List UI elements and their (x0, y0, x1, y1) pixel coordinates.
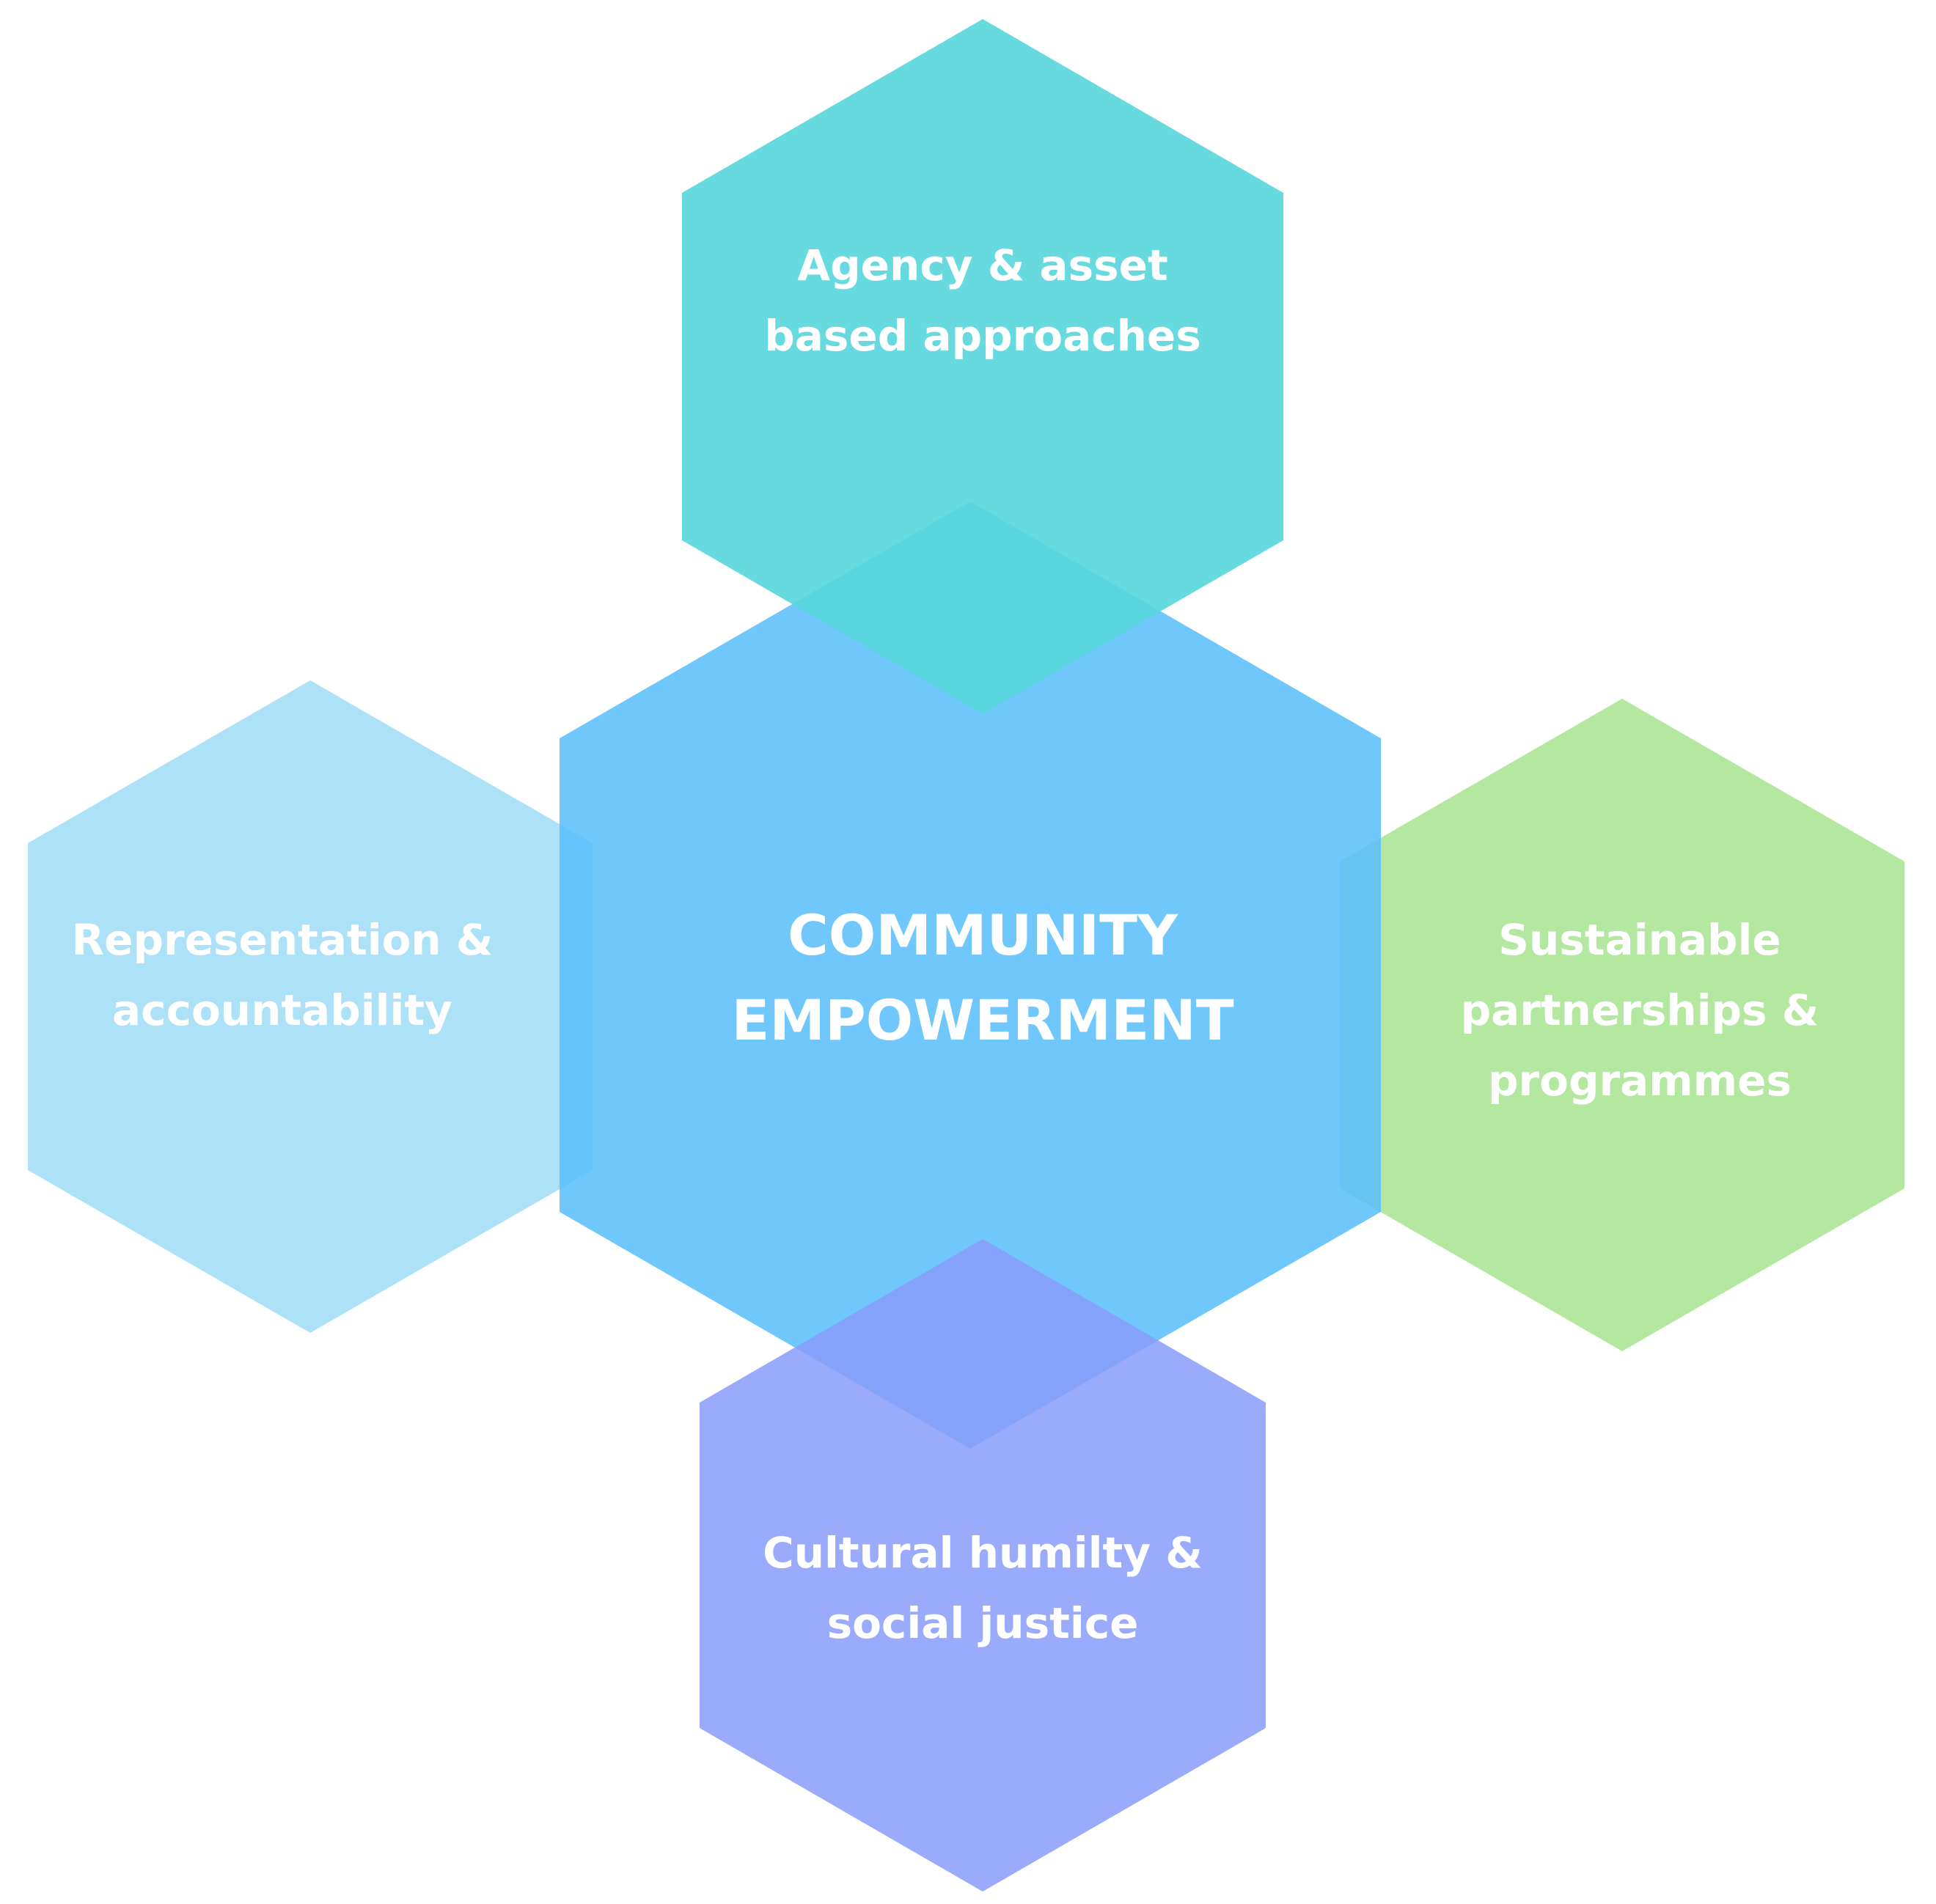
hex-center-label-line2: EMPOWERMENT (731, 988, 1233, 1053)
hex-left-shape (28, 680, 593, 1333)
hex-cultural-humility (700, 1239, 1266, 1892)
hex-sustainable-partnerships (1340, 699, 1904, 1351)
hex-center-label-line1: COMMUNITY (788, 903, 1178, 968)
hex-center-shape (560, 501, 1381, 1449)
hex-top-shape (682, 19, 1283, 714)
hex-agency-asset (682, 19, 1283, 714)
hex-right-shape (1340, 699, 1904, 1351)
hex-top-label-line2: based approaches (764, 311, 1201, 361)
hex-representation-accountability: Representation & accountability (28, 680, 593, 1333)
hex-bottom-shape (700, 1239, 1266, 1892)
hex-left-label-line1: Representation & (72, 915, 494, 965)
hex-right-label-line3: programmes (1488, 1056, 1792, 1106)
hex-community-empowerment (560, 501, 1381, 1449)
hex-right-label-line2: partnerships & (1461, 985, 1819, 1035)
hex-left-label-line2: accountability (112, 985, 452, 1035)
hex-right-label-line1: Sustainable (1498, 915, 1781, 965)
hex-bottom-label-line1: Cultural humilty & (763, 1528, 1203, 1578)
hex-top-label-line1: Agency & asset (797, 240, 1167, 290)
hex-bottom-label-line2: social justice (827, 1598, 1139, 1648)
